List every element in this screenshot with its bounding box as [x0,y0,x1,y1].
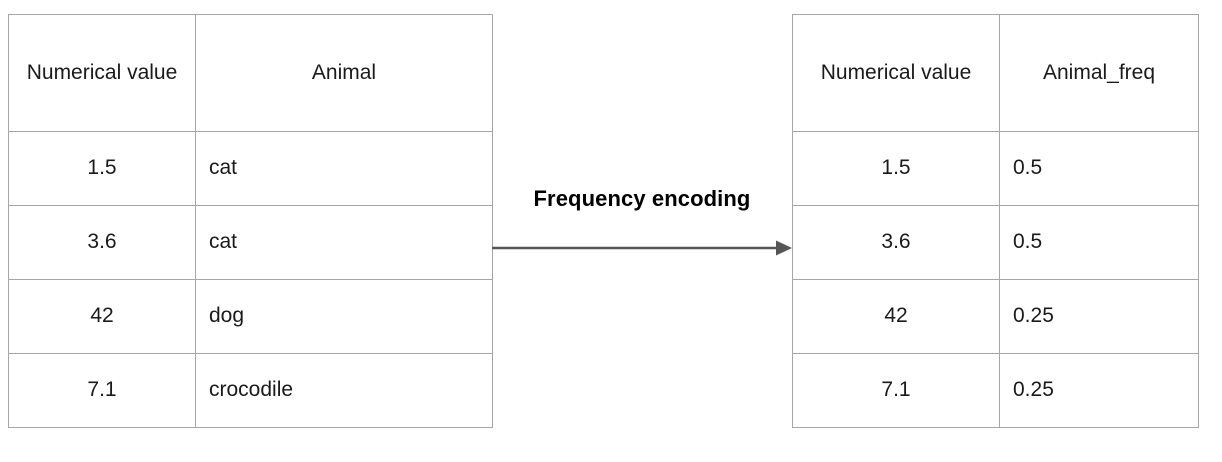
column-header-numerical-value: Numerical value [792,14,1000,132]
cell-numerical-value: 7.1 [8,353,196,428]
table-row: 3.6 0.5 [792,205,1199,280]
table-row: 42 dog [8,279,493,354]
cell-numerical-value: 7.1 [792,353,1000,428]
cell-animal-freq: 0.5 [999,205,1199,280]
transformation-label: Frequency encoding [533,186,751,211]
cell-numerical-value: 42 [792,279,1000,354]
cell-numerical-value: 1.5 [792,131,1000,206]
table-row: 7.1 0.25 [792,353,1199,428]
cell-animal: dog [195,279,493,354]
table-header-row: Numerical value Animal_freq [792,14,1199,132]
arrow-right-icon [492,240,792,256]
cell-numerical-value: 3.6 [792,205,1000,280]
encoded-table: Numerical value Animal_freq 1.5 0.5 3.6 … [792,14,1199,428]
cell-animal: crocodile [195,353,493,428]
table-row: 1.5 0.5 [792,131,1199,206]
cell-numerical-value: 3.6 [8,205,196,280]
cell-numerical-value: 42 [8,279,196,354]
column-header-numerical-value: Numerical value [8,14,196,132]
column-header-animal: Animal [195,14,493,132]
table-header-row: Numerical value Animal [8,14,493,132]
transformation-arrow-group: Frequency encoding [492,186,792,266]
column-header-animal-freq: Animal_freq [999,14,1199,132]
cell-animal: cat [195,131,493,206]
table-row: 3.6 cat [8,205,493,280]
cell-animal: cat [195,205,493,280]
cell-numerical-value: 1.5 [8,131,196,206]
table-row: 1.5 cat [8,131,493,206]
table-row: 7.1 crocodile [8,353,493,428]
original-table: Numerical value Animal 1.5 cat 3.6 cat 4… [8,14,493,428]
cell-animal-freq: 0.25 [999,353,1199,428]
cell-animal-freq: 0.5 [999,131,1199,206]
cell-animal-freq: 0.25 [999,279,1199,354]
table-row: 42 0.25 [792,279,1199,354]
